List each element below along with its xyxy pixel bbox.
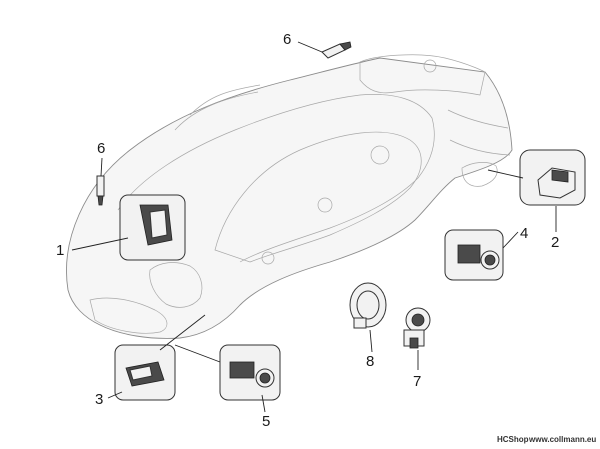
part-7-socket bbox=[403, 307, 431, 349]
callout-3: 3 bbox=[95, 391, 103, 408]
callout-6-top: 6 bbox=[283, 31, 291, 48]
leader-lines bbox=[71, 41, 557, 413]
part-6-bulb-top bbox=[321, 41, 352, 59]
callout-6-left: 6 bbox=[97, 140, 105, 157]
watermark-brand: HCShop bbox=[497, 435, 529, 444]
part-5-button-switch bbox=[219, 344, 281, 401]
part-8-ring-bezel bbox=[349, 282, 387, 329]
part-4-button-switch bbox=[444, 229, 504, 281]
callout-7: 7 bbox=[413, 373, 421, 390]
callout-8: 8 bbox=[366, 353, 374, 370]
watermark-url: www.collmann.eu bbox=[528, 435, 596, 444]
handlebar-cover-body bbox=[66, 54, 513, 339]
callout-5: 5 bbox=[262, 413, 270, 430]
part-6-bulb-left bbox=[96, 175, 105, 206]
callout-1: 1 bbox=[56, 242, 64, 259]
part-2-cover-cap bbox=[519, 149, 586, 206]
callout-2: 2 bbox=[551, 234, 559, 251]
part-1-switch bbox=[119, 194, 186, 261]
callout-4: 4 bbox=[520, 225, 528, 242]
part-3-switch bbox=[114, 344, 176, 401]
